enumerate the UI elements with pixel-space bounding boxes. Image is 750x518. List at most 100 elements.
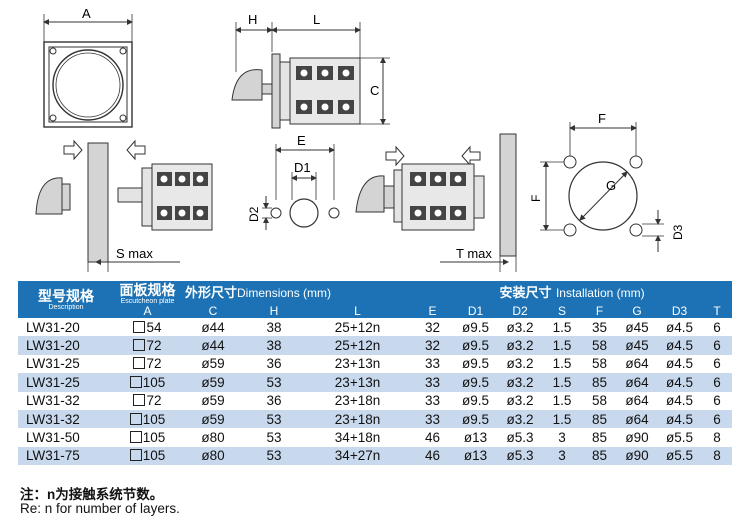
cell-t: 8 xyxy=(702,446,733,466)
cell-t: 6 xyxy=(702,391,733,410)
cell-h: 38 xyxy=(245,318,303,337)
label-e: E xyxy=(297,133,306,148)
cell-l: 23+18n xyxy=(303,391,413,410)
square-plate-icon xyxy=(133,320,146,333)
label-c: C xyxy=(370,83,379,98)
cell-f: 85 xyxy=(582,409,618,429)
plate-size: 105 xyxy=(142,448,166,464)
cell-t: 6 xyxy=(702,409,733,429)
header-installation: 安装尺寸 Installation (mm) xyxy=(412,281,733,305)
cell-d3: ø4.5 xyxy=(657,318,703,337)
cell-d3: ø5.5 xyxy=(657,428,703,447)
col-f: F xyxy=(582,305,618,318)
plate-size: 54 xyxy=(146,319,162,335)
label-d1: D1 xyxy=(294,160,311,175)
cell-d1: ø9.5 xyxy=(453,391,499,410)
cell-model: LW31-20 xyxy=(18,336,114,355)
cell-d1: ø13 xyxy=(453,446,499,466)
col-d3: D3 xyxy=(657,305,703,318)
cell-l: 23+13n xyxy=(303,354,413,374)
cell-a: 54 xyxy=(114,318,181,337)
cell-h: 53 xyxy=(245,446,303,466)
cell-d2: ø3.2 xyxy=(498,354,543,374)
cell-e: 46 xyxy=(412,428,454,447)
square-plate-icon xyxy=(129,431,142,444)
cell-f: 85 xyxy=(582,373,618,392)
cell-g: ø64 xyxy=(617,391,658,410)
cell-d3: ø5.5 xyxy=(657,446,703,466)
cell-s: 3 xyxy=(542,428,583,447)
cell-a: 105 xyxy=(114,446,181,466)
cell-d1: ø9.5 xyxy=(453,354,499,374)
hole-pattern-view: E D1 D2 xyxy=(247,133,340,230)
cell-d2: ø3.2 xyxy=(498,336,543,355)
cell-e: 33 xyxy=(412,354,454,374)
cell-d3: ø4.5 xyxy=(657,391,703,410)
cell-s: 1.5 xyxy=(542,391,583,410)
plate-size: 105 xyxy=(142,430,166,446)
specifications-table: 型号规格 Description 面板规格 Escutcheon plate 外… xyxy=(18,281,733,466)
square-plate-icon xyxy=(133,357,146,370)
label-d3: D3 xyxy=(671,224,685,240)
cell-g: ø90 xyxy=(617,446,658,466)
cell-c: ø59 xyxy=(181,391,245,410)
plate-size: 72 xyxy=(146,338,162,354)
cell-l: 25+12n xyxy=(303,318,413,337)
plate-size: 72 xyxy=(146,393,162,409)
cell-g: ø45 xyxy=(617,336,658,355)
cell-model: LW31-25 xyxy=(18,354,114,374)
cell-l: 23+18n xyxy=(303,409,413,429)
cell-l: 34+27n xyxy=(303,446,413,466)
cell-d3: ø4.5 xyxy=(657,373,703,392)
cell-d2: ø3.2 xyxy=(498,391,543,410)
col-s: S xyxy=(542,305,583,318)
cell-a: 72 xyxy=(114,391,181,410)
cell-d2: ø3.2 xyxy=(498,318,543,337)
cell-d2: ø3.2 xyxy=(498,409,543,429)
cell-g: ø45 xyxy=(617,318,658,337)
cell-d2: ø3.2 xyxy=(498,373,543,392)
cell-l: 23+13n xyxy=(303,373,413,392)
cell-t: 8 xyxy=(702,428,733,447)
cell-h: 36 xyxy=(245,391,303,410)
cell-d2: ø5.3 xyxy=(498,428,543,447)
cell-e: 32 xyxy=(412,336,454,355)
cell-c: ø44 xyxy=(181,318,245,337)
cell-a: 72 xyxy=(114,354,181,374)
mounting-pattern-view: F F G D3 xyxy=(529,111,685,252)
cell-e: 32 xyxy=(412,318,454,337)
header-escutcheon: 面板规格 Escutcheon plate xyxy=(114,281,181,305)
side-view-t-max: T max xyxy=(355,133,517,272)
cell-d3: ø4.5 xyxy=(657,354,703,374)
cell-f: 85 xyxy=(582,446,618,466)
cell-g: ø64 xyxy=(617,409,658,429)
technical-drawings: A H L C xyxy=(35,6,685,272)
square-plate-icon xyxy=(129,412,142,425)
cell-l: 34+18n xyxy=(303,428,413,447)
label-a: A xyxy=(82,6,91,21)
cell-d3: ø4.5 xyxy=(657,336,703,355)
cell-f: 35 xyxy=(582,318,618,337)
plate-size: 72 xyxy=(146,356,162,372)
cell-t: 6 xyxy=(702,318,733,337)
label-f-side: F xyxy=(529,195,543,202)
plate-size: 105 xyxy=(142,374,166,390)
cell-a: 72 xyxy=(114,336,181,355)
cell-c: ø59 xyxy=(181,409,245,429)
cell-s: 1.5 xyxy=(542,373,583,392)
square-plate-icon xyxy=(133,394,146,407)
col-d1: D1 xyxy=(453,305,499,318)
header-row-columns: A C H L E D1 D2 S F G D3 T xyxy=(18,305,733,318)
cell-f: 58 xyxy=(582,391,618,410)
cell-d3: ø4.5 xyxy=(657,409,703,429)
cell-d1: ø9.5 xyxy=(453,409,499,429)
label-l: L xyxy=(313,12,320,27)
cell-e: 33 xyxy=(412,409,454,429)
cell-f: 58 xyxy=(582,336,618,355)
cell-c: ø59 xyxy=(181,354,245,374)
